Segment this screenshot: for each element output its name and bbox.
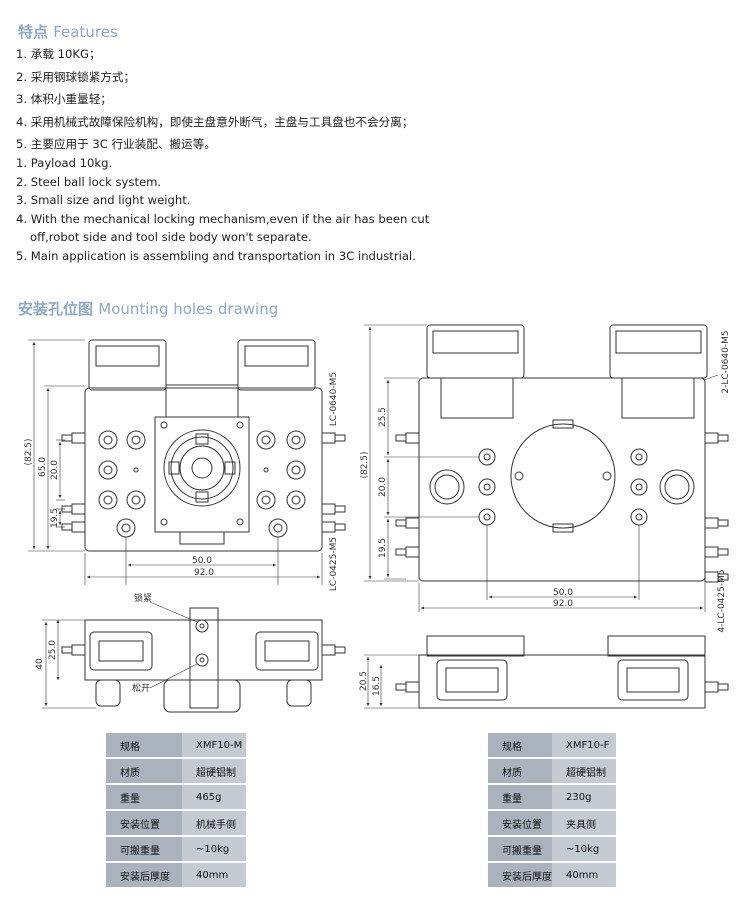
mounting-holes-drawing: (82.5) 65.0 20.0 19.5 50.0 92.0 LC-0640-… xyxy=(24,324,731,713)
left-dim-65: 65.0 xyxy=(38,457,48,477)
left-dim-50: 50.0 xyxy=(192,556,212,566)
spec-key: 安装后厚度 xyxy=(106,863,182,889)
left-top-view xyxy=(28,339,346,585)
right-dim-overall-h: (82.5) xyxy=(360,451,370,478)
table-row: 安装位置机械手侧 xyxy=(106,811,246,837)
spec-value: 超硬铝制 xyxy=(182,759,246,785)
feature-item-cn: 4. 采用机械式故障保险机构，即使主盘意外断气，主盘与工具盘也不会分离； xyxy=(16,114,414,129)
feature-item-cn: 2. 采用钢球锁紧方式； xyxy=(16,69,136,84)
features-heading: 特点 Features xyxy=(18,21,118,42)
drawing-heading-en: Mounting holes drawing xyxy=(98,300,279,318)
spec-key: 安装位置 xyxy=(106,811,182,837)
left-side-view xyxy=(42,601,346,713)
right-dim-25-5: 25.5 xyxy=(378,407,388,427)
right-dim-92: 92.0 xyxy=(553,599,573,609)
feature-item-en: 2. Steel ball lock system. xyxy=(16,174,162,189)
right-top-view xyxy=(364,324,729,612)
features-list-en: 1. Payload 10kg. 2. Steel ball lock syst… xyxy=(16,154,429,266)
feature-item-cn: 5. 主要应用于 3C 行业装配、搬运等。 xyxy=(16,137,216,151)
feature-item-en: 5. Main application is assembling and tr… xyxy=(16,248,416,263)
right-port-top: 2-LC-0640-M5 xyxy=(721,330,731,393)
spec-value: 40mm xyxy=(552,863,616,889)
spec-key: 材质 xyxy=(106,759,182,785)
left-dim-92: 92.0 xyxy=(194,568,214,578)
feature-item-en: 3. Small size and light weight. xyxy=(16,193,191,208)
drawing-heading: 安装孔位图 Mounting holes drawing xyxy=(18,298,278,319)
spec-value: XMF10-F xyxy=(552,733,616,759)
label-lock: 锁紧 xyxy=(134,592,152,604)
table-row: 可搬重量~10kg xyxy=(488,837,616,863)
spec-value: 40mm xyxy=(182,863,246,889)
drawing-heading-cn: 安装孔位图 xyxy=(18,300,94,318)
spec-key: 规格 xyxy=(488,733,552,759)
left-port-top: LC-0640-M5 xyxy=(329,372,339,426)
table-row: 可搬重量~10kg xyxy=(106,837,246,863)
left-side-dim-25: 25.0 xyxy=(48,640,58,660)
spec-value: 465g xyxy=(182,785,246,811)
table-row: 安装位置夹具侧 xyxy=(488,811,616,837)
right-side-dim-20-5: 20.5 xyxy=(359,671,369,691)
feature-item-en: off,robot side and tool side body won't … xyxy=(30,230,312,245)
spec-key: 安装后厚度 xyxy=(488,863,552,889)
feature-item-en: 4. With the mechanical locking mechanism… xyxy=(16,211,430,226)
spec-key: 安装位置 xyxy=(488,811,552,837)
spec-key: 材质 xyxy=(488,759,552,785)
spec-value: 230g xyxy=(552,785,616,811)
right-dim-19-5: 19.5 xyxy=(378,538,388,558)
spec-key: 重量 xyxy=(106,785,182,811)
spec-key: 可搬重量 xyxy=(106,837,182,863)
label-release: 松开 xyxy=(132,682,150,694)
right-dim-50: 50.0 xyxy=(553,588,573,598)
table-row: 材质超硬铝制 xyxy=(106,759,246,785)
spec-value: XMF10-M xyxy=(182,733,246,759)
left-side-dim-40: 40 xyxy=(35,658,45,670)
left-dim-overall-h: (82.5) xyxy=(24,438,34,465)
spec-value: 超硬铝制 xyxy=(552,759,616,785)
spec-key: 可搬重量 xyxy=(488,837,552,863)
right-side-view xyxy=(364,635,729,709)
left-dim-19-5: 19.5 xyxy=(50,508,60,528)
features-list-cn: 1. 承载 10KG； 2. 采用钢球锁紧方式； 3. 体积小重量轻； 4. 采… xyxy=(16,45,413,158)
right-dim-20: 20.0 xyxy=(378,477,388,497)
feature-item-cn: 3. 体积小重量轻； xyxy=(16,92,112,106)
spec-value: 机械手侧 xyxy=(182,811,246,837)
left-port-bottom: LC-0425-M5 xyxy=(329,537,339,591)
right-port-bottom: 4-LC-0425-M5 xyxy=(717,569,727,632)
features-heading-cn: 特点 xyxy=(18,23,49,41)
left-dim-20: 20.0 xyxy=(50,460,60,480)
spec-value: 夹具侧 xyxy=(552,811,616,837)
feature-item-en: 1. Payload 10kg. xyxy=(16,156,113,170)
spec-key: 规格 xyxy=(106,733,182,759)
spec-value: ~10kg xyxy=(182,837,246,863)
spec-key: 重量 xyxy=(488,785,552,811)
table-row: 材质超硬铝制 xyxy=(488,759,616,785)
feature-item-cn: 1. 承载 10KG； xyxy=(16,47,101,61)
right-side-dim-16-5: 16.5 xyxy=(372,676,382,696)
spec-value: ~10kg xyxy=(552,837,616,863)
features-heading-en: Features xyxy=(53,23,118,41)
